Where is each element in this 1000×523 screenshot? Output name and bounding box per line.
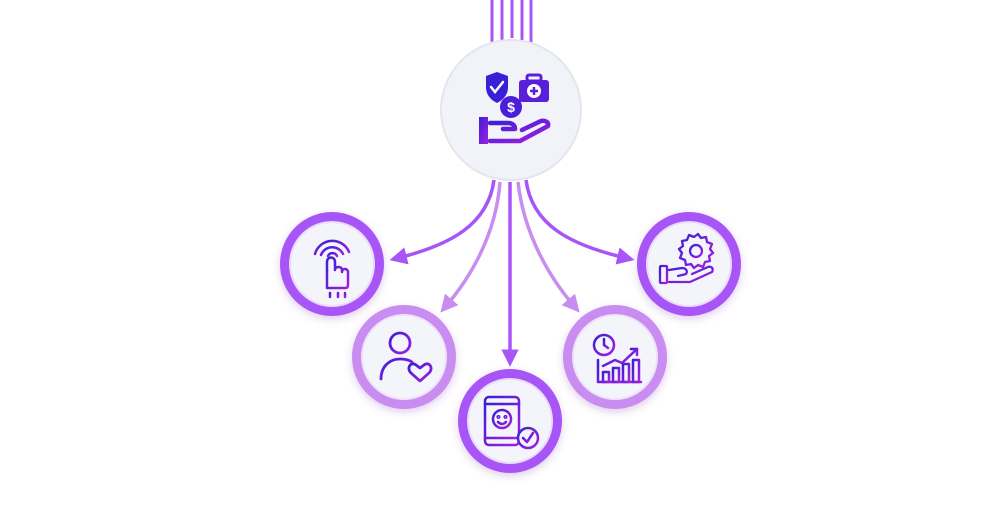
svg-text:$: $ <box>507 99 515 115</box>
phone-smile-check-icon <box>483 395 540 450</box>
tap-hand-icon <box>313 239 351 299</box>
hub-node: $ <box>440 39 582 181</box>
node-tap <box>280 212 384 316</box>
connector-arrows <box>389 179 635 367</box>
clock-growth-chart-icon <box>592 333 643 384</box>
node-user-heart <box>352 305 456 409</box>
node-clock-chart <box>563 305 667 409</box>
node-phone-smile <box>458 369 562 473</box>
node-hand-gear <box>637 212 741 316</box>
arrow-to-hand-gear <box>524 179 635 265</box>
incoming-lines <box>490 0 533 44</box>
insurance-benefits-icon: $ <box>479 72 551 144</box>
arrow-to-tap <box>389 179 496 265</box>
hand-gear-icon <box>658 232 715 285</box>
arrow-to-clock-chart <box>516 181 580 313</box>
user-heart-icon <box>379 331 433 383</box>
arrow-to-user-heart <box>440 181 502 313</box>
